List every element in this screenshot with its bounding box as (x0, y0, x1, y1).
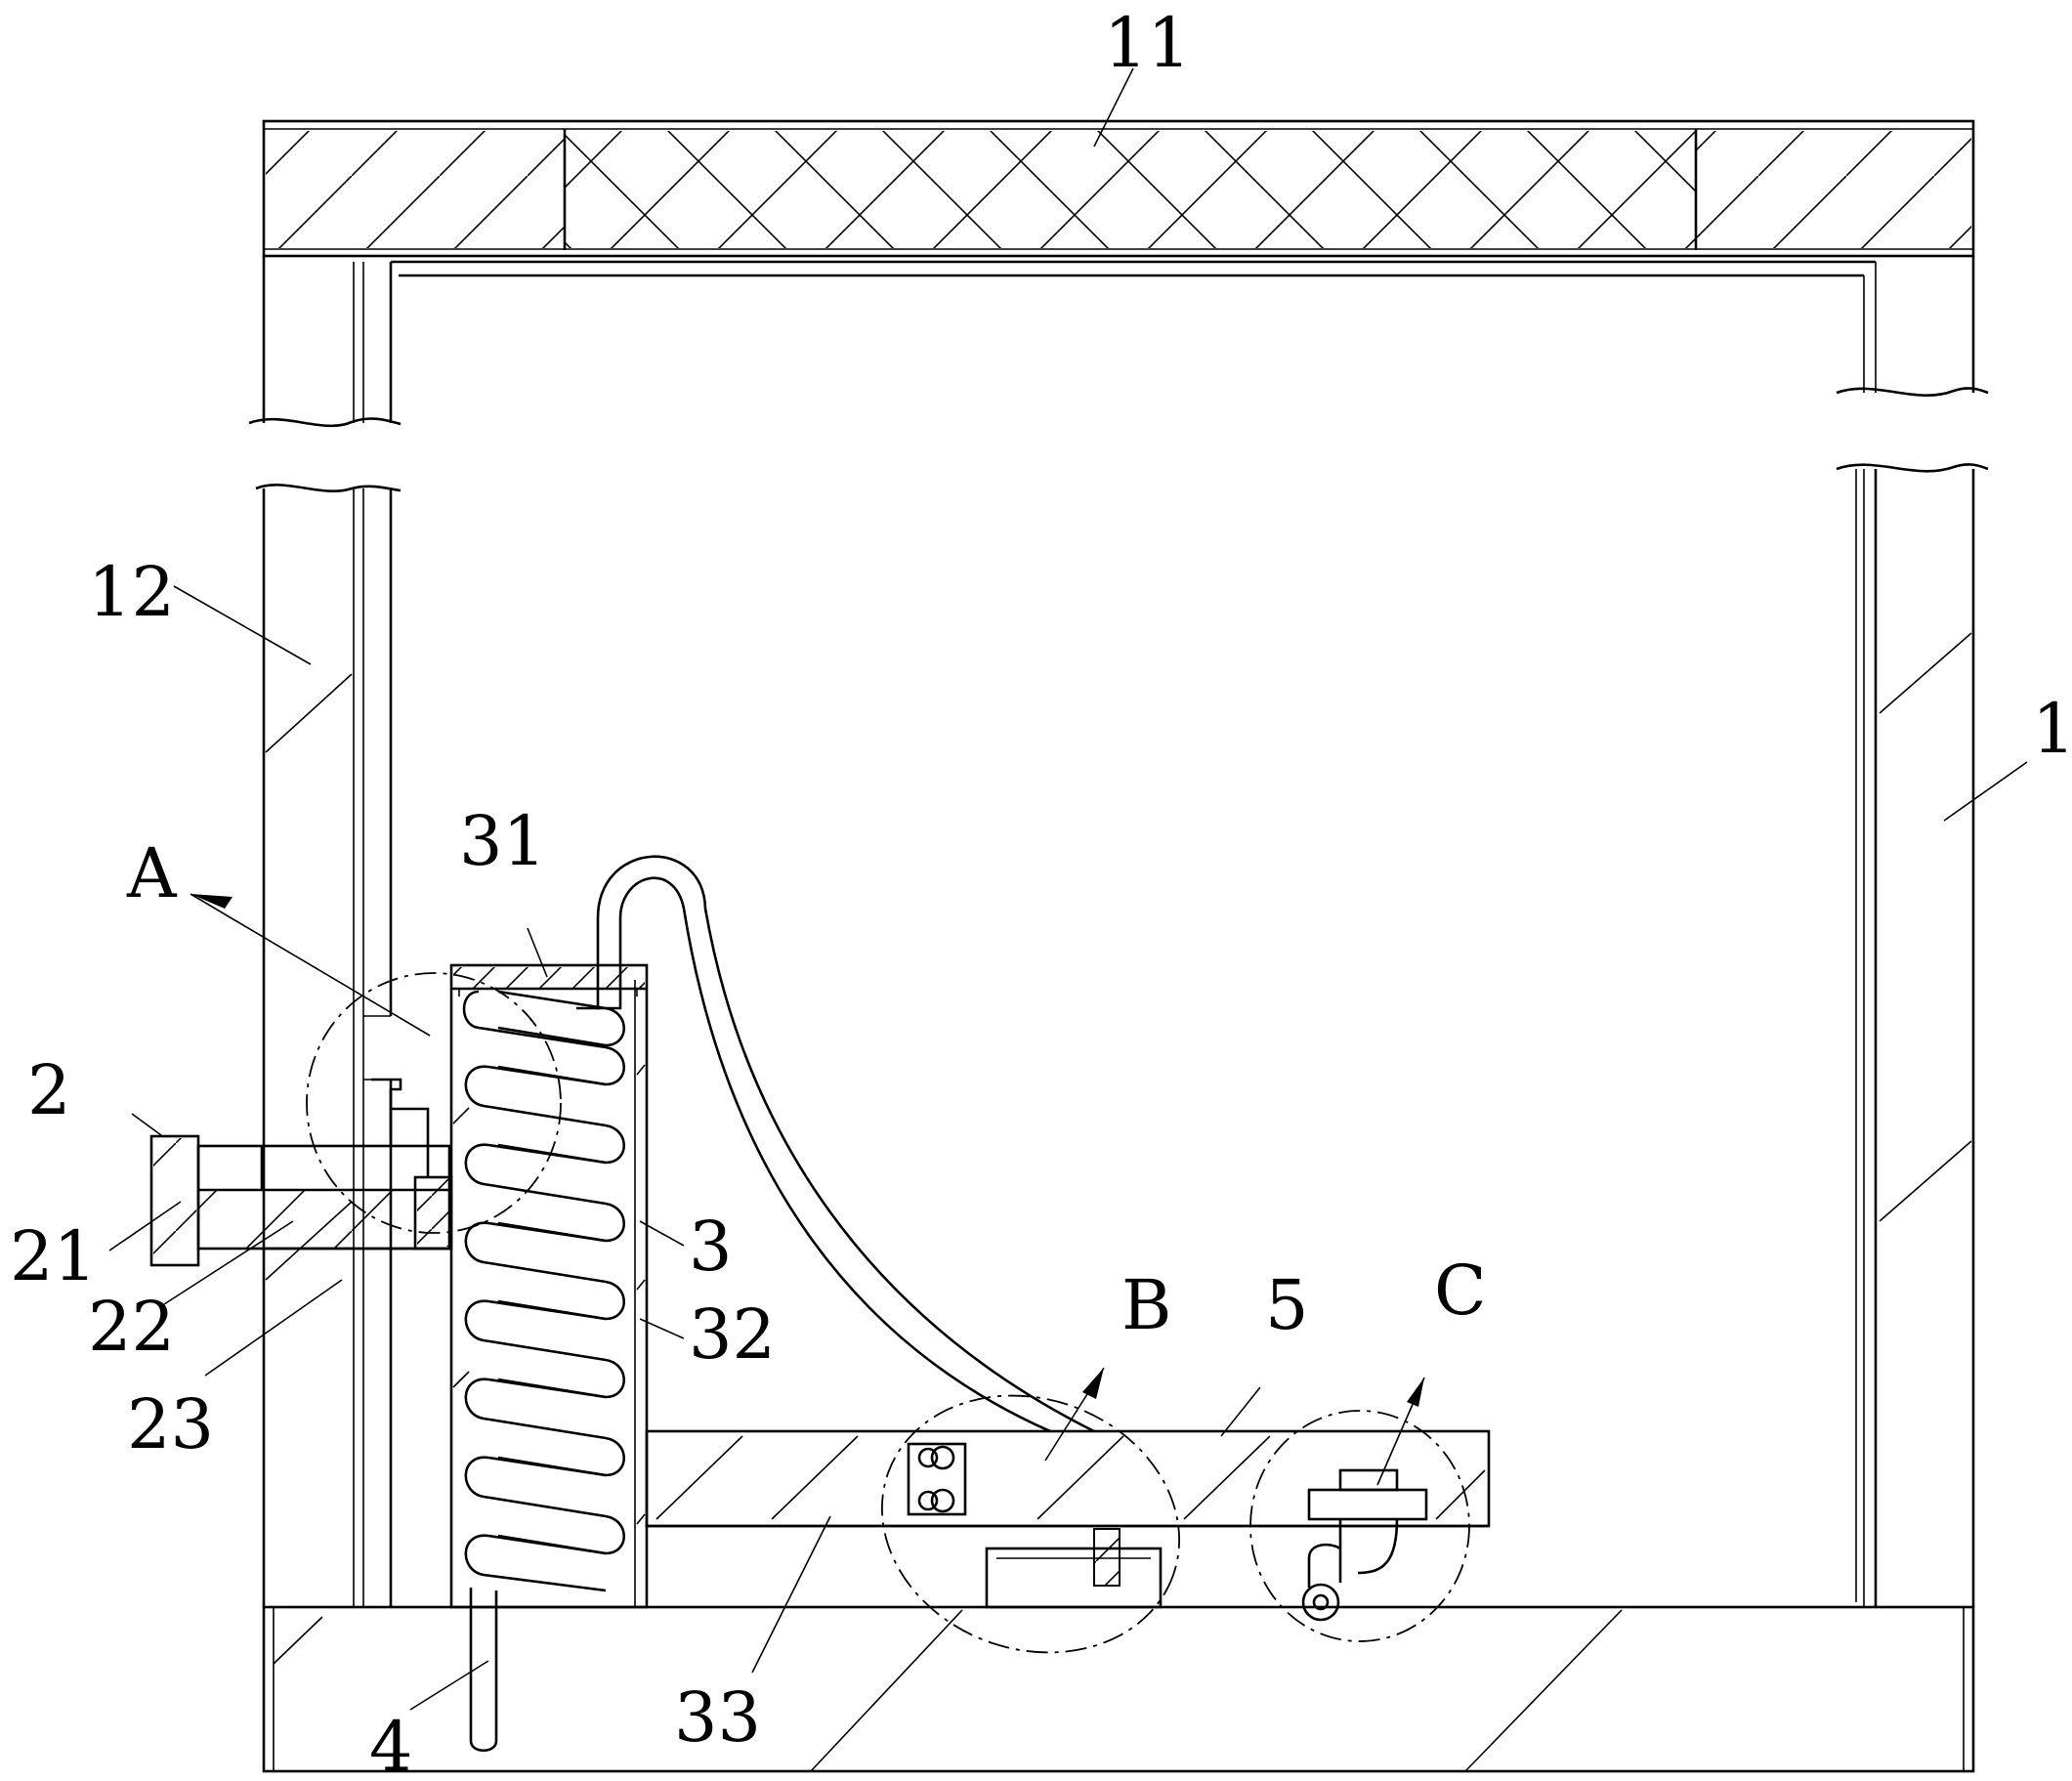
right-column (1836, 256, 1989, 1607)
spring-housing (449, 963, 649, 1609)
label-A: A (126, 833, 178, 913)
label-3: 3 (689, 1207, 733, 1287)
label-2: 2 (27, 1050, 71, 1130)
top-beam-cross-hatch (565, 131, 1696, 248)
top-beam (262, 119, 1975, 258)
label-C: C (1434, 1251, 1487, 1331)
label-21: 21 (10, 1216, 97, 1296)
label-11: 11 (1104, 3, 1191, 83)
detail-circle-b (881, 1394, 1180, 1654)
label-31: 31 (459, 801, 546, 881)
hose (576, 855, 1095, 1433)
detail-circle-c (1249, 1410, 1470, 1642)
top-beam-left-hatch (266, 131, 565, 248)
label-33: 33 (674, 1677, 761, 1758)
label-B: B (1121, 1265, 1171, 1345)
top-beam-right-hatch (1696, 131, 1971, 248)
left-actuator (149, 1015, 453, 1267)
slider-beam (645, 1429, 1491, 1622)
leader-lines (108, 67, 2028, 1711)
bottom-pipe (469, 1588, 498, 1753)
left-column (248, 256, 1877, 1607)
detail-circle-a (306, 972, 562, 1234)
label-32: 32 (689, 1294, 776, 1375)
label-4: 4 (369, 1707, 413, 1781)
label-12: 12 (88, 552, 175, 632)
label-23: 23 (127, 1384, 214, 1464)
label-5: 5 (1265, 1265, 1309, 1345)
bottom-base (262, 1605, 1975, 1773)
label-1: 1 (2032, 689, 2072, 769)
label-22: 22 (88, 1287, 175, 1367)
